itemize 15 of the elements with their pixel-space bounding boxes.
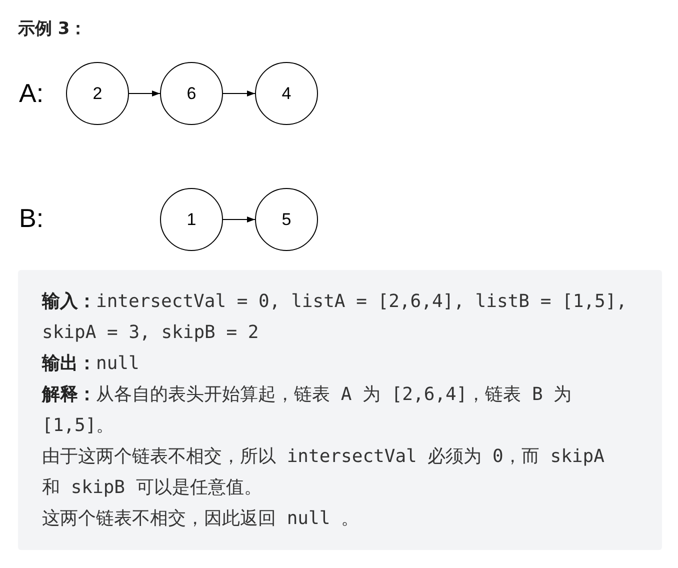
node-value: 4 [282,84,292,104]
example-text: 输出：null [42,352,140,376]
example-text: 这两个链表不相交，因此返回 null 。 [42,507,360,531]
list-label: B: [19,204,44,232]
arrow [222,90,256,96]
arrow [222,216,256,222]
heading: 示例 3： [18,18,87,40]
node-value: 6 [186,84,196,104]
node-value: 5 [282,210,292,230]
list-label: A: [19,79,44,107]
arrow [128,90,160,96]
node-value: 2 [92,84,102,104]
node-value: 1 [186,210,196,230]
example-text: 解释：从各自的表头开始算起，链表 A 为 [2,6,4]，链表 B 为 [1,5]。 [42,383,573,438]
example-text: 由于这两个链表不相交，所以 intersectVal 必须为 0，而 skipA 和 skipB 可以是任意值。 [42,445,606,500]
